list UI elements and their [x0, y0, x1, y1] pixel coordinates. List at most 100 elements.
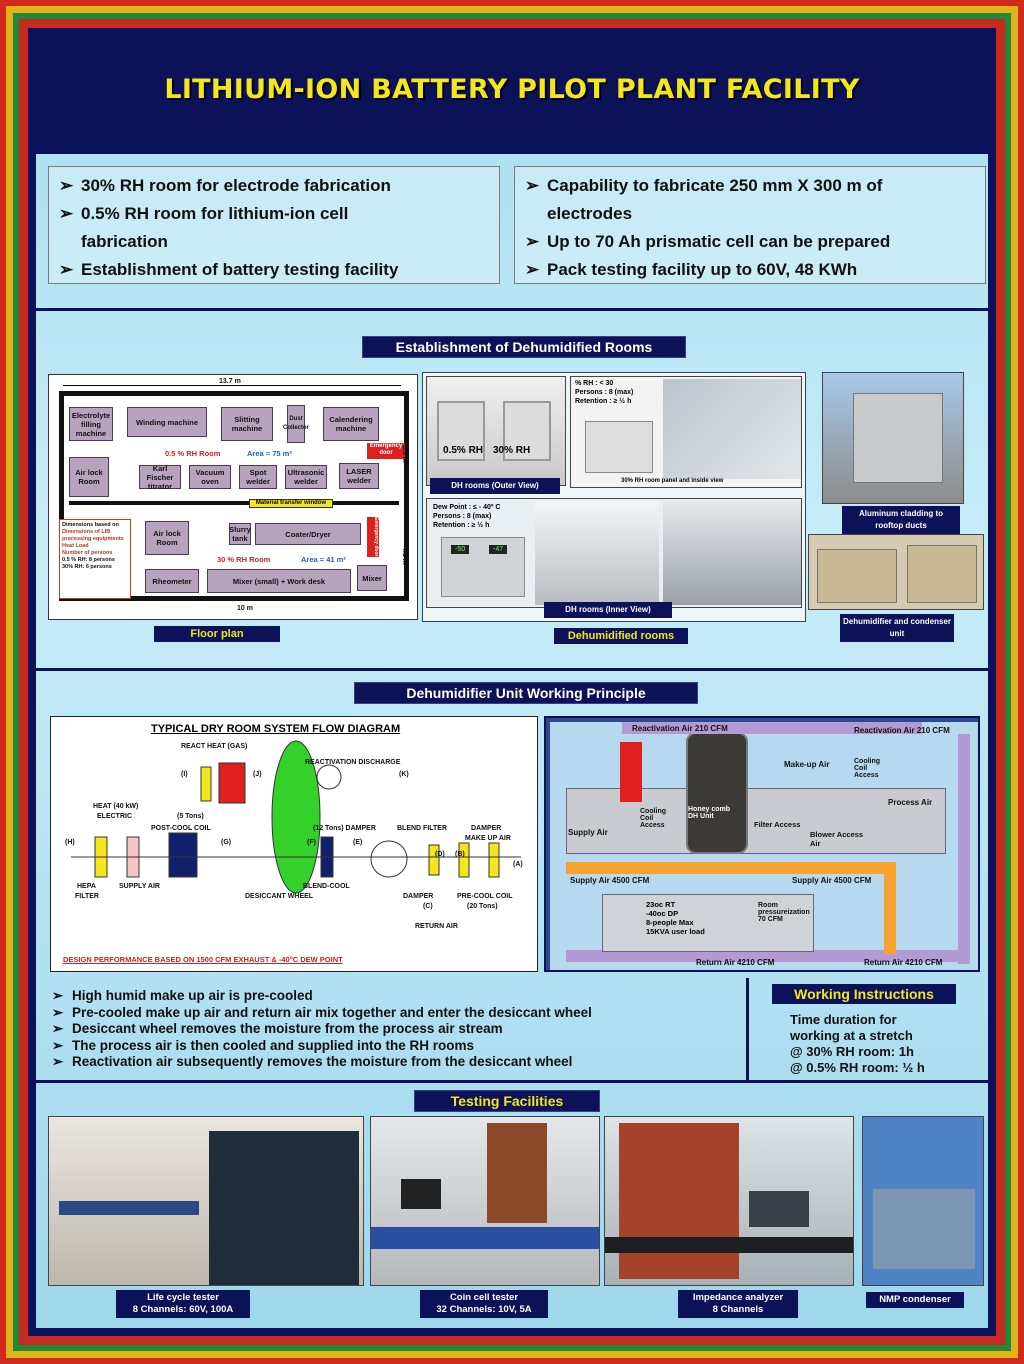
caption-line: Impedance analyzer: [692, 1292, 784, 1303]
room-mixer-small: Mixer (small) + Work desk: [207, 569, 351, 593]
room-airlock-2: Air lock Room: [145, 521, 189, 555]
working-instructions-text: Time duration for working at a stretch @…: [790, 1012, 925, 1076]
letter-h: (H): [65, 839, 75, 846]
sch-room-specs: 23oc RT -40oc DP 8-people Max 15KVA user…: [646, 900, 705, 936]
room-spot-welder: Spot welder: [239, 465, 277, 489]
panel-specs: % RH : < 30 Persons : 8 (max) Retention …: [575, 379, 633, 406]
instruction-line: Time duration for: [790, 1012, 897, 1027]
label-post-cool: POST-COOL COIL: [151, 825, 211, 832]
principle-item: ➢High humid make up air is pre-cooled: [52, 988, 313, 1003]
letter-e: (E): [353, 839, 363, 846]
sch-process-air: Process Air: [888, 798, 933, 807]
bullet-item: ➢30% RH room for electrode fabrication: [59, 176, 391, 195]
inner-spec: Persons : 8 (max): [433, 513, 492, 520]
coin-cell-caption: Coin cell tester 32 Channels: 10V, 5A: [420, 1290, 548, 1318]
instruction-line: @ 0.5% RH room: ½ h: [790, 1060, 925, 1075]
label-reactivation-discharge: REACTIVATION DISCHARGE: [305, 759, 401, 766]
flow-diagram-footer: DESIGN PERFORMANCE BASED ON 1500 CFM EXH…: [63, 955, 343, 964]
room-mixer: Mixer: [357, 565, 387, 591]
emergency-door-2: Emergency door: [367, 517, 379, 557]
sch-room-pressure: Room pressureization 70 CFM: [758, 902, 810, 923]
flow-diagram: TYPICAL DRY ROOM SYSTEM FLOW DIAGRAM REA…: [50, 716, 538, 972]
label-react-heat: REACT HEAT (GAS): [181, 743, 248, 750]
room-spec: -40oc DP: [646, 909, 679, 918]
caption-line: 8 Channels: [712, 1304, 764, 1315]
sch-cooling-coil-top: Cooling Coil Access: [854, 758, 881, 779]
principle-item: ➢Pre-cooled make up air and return air m…: [52, 1004, 592, 1020]
room-winding: Winding machine: [127, 407, 207, 437]
legend-box: Dimensions based on Dimensions of LIB pr…: [59, 519, 131, 599]
room-slitting: Slitting machine: [221, 407, 273, 441]
legend-line: Heat Load: [62, 543, 89, 549]
sch-reactivation-right: Reactivation Air 210 CFM: [854, 726, 950, 735]
floor-plan: 13.7 m Electrolyte filling machine Windi…: [48, 374, 418, 620]
floor-plan-caption: Floor plan: [154, 626, 280, 642]
inner-view-caption: DH rooms (Inner View): [544, 602, 672, 618]
label-20tons: (20 Tons): [467, 903, 498, 910]
area-label: Area = 75 m²: [247, 449, 292, 458]
section-divider: [36, 308, 988, 311]
sch-reactivation-left: Reactivation Air 210 CFM: [632, 724, 728, 733]
room-electrolyte: Electrolyte filling machine: [69, 407, 113, 441]
sch-supply-air: Supply Air: [568, 828, 608, 837]
caption-line: 8 Channels: 60V, 100A: [132, 1304, 234, 1315]
room-ultrasonic-welder: Ultrasonic welder: [285, 465, 327, 489]
sch-supply-right: Supply Air 4500 CFM: [792, 876, 872, 885]
label-desiccant-wheel: DESICCANT WHEEL: [245, 893, 314, 900]
room-spec: 15KVA user load: [646, 927, 705, 936]
sch-supply-left: Supply Air 4500 CFM: [570, 876, 650, 885]
outer-view-caption: DH rooms (Outer View): [430, 478, 560, 494]
photo-dh-outer: 0.5% RH 30% RH: [426, 376, 566, 486]
letter-a: (A): [513, 861, 523, 868]
outer-label-05: 0.5% RH: [443, 445, 484, 456]
section-divider: [36, 1080, 988, 1083]
panel-spec: % RH : < 30: [575, 380, 614, 387]
photo-dh-inner: Dew Point : ≤ - 40º C Persons : 8 (max) …: [426, 498, 802, 608]
rh30-label: 30 % RH Room: [217, 555, 271, 564]
emergency-door-1: Emergency door: [367, 443, 405, 459]
label-blend-filter: BLEND FILTER: [397, 825, 448, 832]
principle-divider: [746, 978, 749, 1082]
caption-line: Coin cell tester: [449, 1292, 519, 1303]
impedance-caption: Impedance analyzer 8 Channels: [678, 1290, 798, 1318]
inner-spec: Dew Point : ≤ - 40º C: [433, 504, 501, 511]
photo-nmp-condenser: [862, 1116, 984, 1286]
photo-impedance-analyzer: [604, 1116, 854, 1286]
room-rheometer: Rheometer: [145, 569, 199, 593]
dimension-right-1: 5.5 m: [401, 445, 408, 463]
room-spec: 23oc RT: [646, 900, 676, 909]
panel-spec: Retention : ≥ ½ h: [575, 398, 632, 405]
legend-line: Number of persons: [62, 550, 113, 556]
photo-coin-cell-tester: [370, 1116, 600, 1286]
legend-line: 30% RH: 6 persons: [62, 564, 112, 570]
nmp-caption: NMP condenser: [866, 1292, 964, 1308]
bullet-item: ➢Pack testing facility up to 60V, 48 KWh: [525, 260, 858, 279]
label-hepa: HEPA: [77, 883, 96, 890]
label-filter: FILTER: [75, 893, 99, 900]
dimension-top: 13.7 m: [219, 378, 241, 385]
bullet-box-left: ➢30% RH room for electrode fabrication ➢…: [48, 166, 500, 284]
header-band: [36, 36, 988, 154]
dehumidifier-caption: Dehumidifier and condenser unit: [840, 614, 954, 642]
sch-cooling-coil: Cooling Coil Access: [640, 808, 667, 829]
photo-dehumidifier-unit: [808, 534, 984, 610]
photo-panel: % RH : < 30 Persons : 8 (max) Retention …: [570, 376, 802, 488]
dehumidifier-schematic: Reactivation Air 210 CFM Reactivation Ai…: [544, 716, 980, 972]
legend-line: Dimensions based on: [62, 522, 119, 528]
letter-c: (C): [423, 903, 433, 910]
dehumidified-rooms-caption: Dehumidified rooms: [554, 628, 688, 644]
room-spec: 8-people Max: [646, 918, 694, 927]
readout-2: -47: [489, 545, 508, 554]
section-divider: [36, 668, 988, 671]
label-damper-c: DAMPER: [403, 893, 434, 900]
working-instructions-title: Working Instructions: [772, 984, 956, 1004]
letter-j: (J): [253, 771, 262, 778]
inner-spec: Retention : ≥ ½ h: [433, 522, 490, 529]
label-supply-air: SUPPLY AIR: [119, 883, 160, 890]
room-calendering: Calendering machine: [323, 407, 379, 441]
panel-caption: 30% RH room panel and inside view: [621, 478, 724, 484]
bullet-item: ➢0.5% RH room for lithium-ion cell: [59, 204, 349, 223]
dimension-right-2: 4.1 m: [401, 547, 408, 565]
label-heat: HEAT (40 kW): [93, 803, 139, 810]
legend-line: 0.5 % RH: 8 persons: [62, 557, 115, 563]
